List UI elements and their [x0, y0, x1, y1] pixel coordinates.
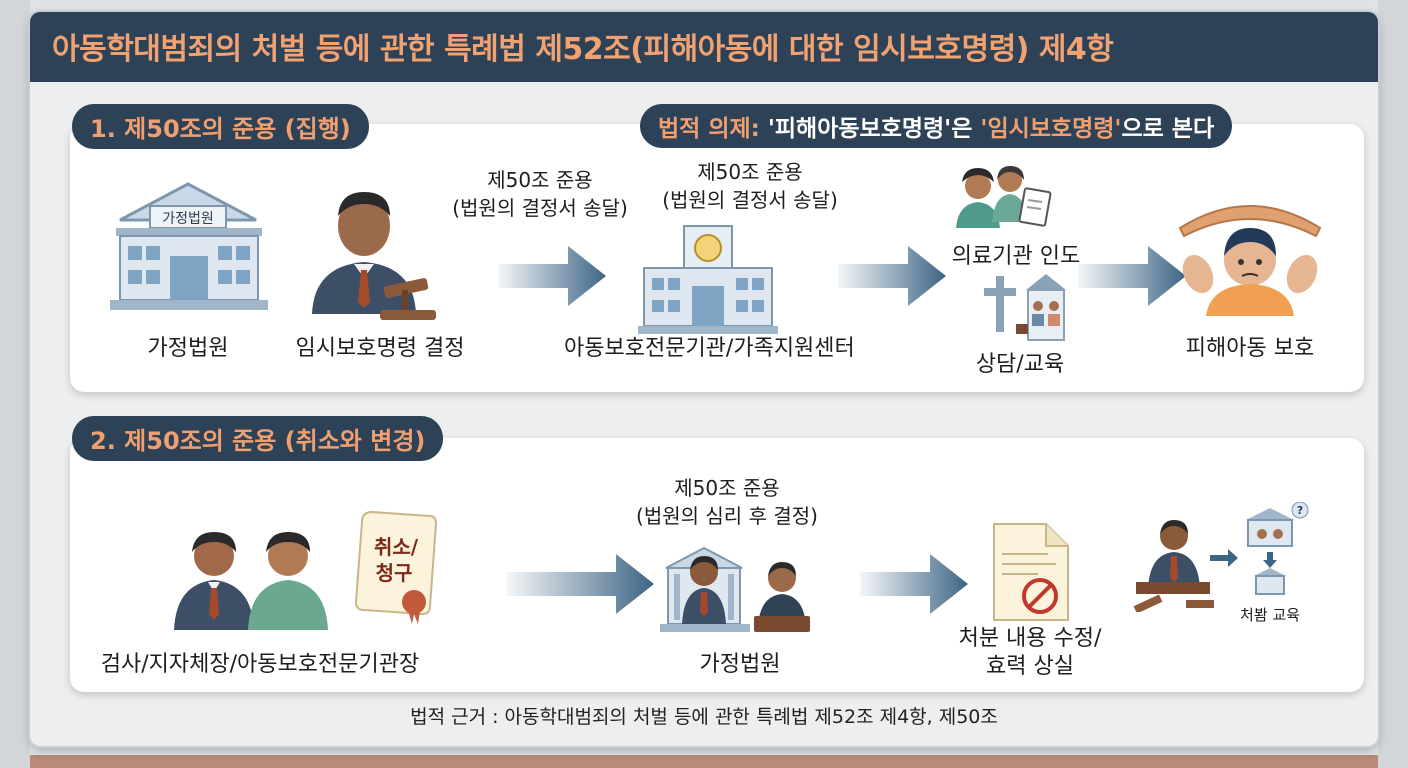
flow-arrow-1: [498, 246, 606, 306]
court-hearing-icon: [660, 546, 810, 632]
court-note-line2: (법원의 심리 후 결정): [636, 504, 818, 528]
court-small-icon: ?: [1246, 502, 1309, 595]
judge-gavel-icon: [312, 192, 436, 320]
result-line2: 효력 상실: [986, 654, 1074, 679]
section2-pill: 2. 제50조의 준용 (취소와 변경): [72, 416, 444, 461]
title-bar: 아동학대범죄의 처벌 등에 관한 특례법 제52조(피해아동에 대한 임시보호명…: [30, 12, 1378, 82]
family-court-building-icon: 가정법원: [110, 182, 268, 310]
agency-note-line2: (법원의 결정서 송달): [662, 188, 838, 212]
request-doc-line1: 취소/: [374, 535, 419, 559]
question-mark: ?: [1297, 504, 1303, 517]
legal-note-quote1: '피해아동보호명령': [767, 116, 952, 142]
section1-pill: 1. 제50조의 준용 (집행): [72, 104, 369, 149]
legal-note-quote2: '임시보호명령': [980, 116, 1122, 142]
petitioners-label: 검사/지자체장/아동보호전문기관장: [100, 652, 420, 677]
legal-note-prefix: 법적 의제:: [658, 116, 768, 142]
court-note-line1: 제50조 준용: [674, 476, 780, 500]
child-protection-agency-building-icon: [638, 225, 778, 334]
agency-note-line1: 제50조 준용: [697, 160, 803, 184]
page-title: 아동학대범죄의 처벌 등에 관한 특례법 제52조(피해아동에 대한 임시보호명…: [52, 32, 1114, 67]
judge-small-icon: [1133, 520, 1214, 612]
court-label: 가정법원: [147, 336, 229, 361]
medical-label: 의료기관 인도: [951, 244, 1081, 269]
flow-arrow-3: [1078, 246, 1186, 306]
counsel-label: 상담/교육: [975, 352, 1065, 377]
flow-arrow-2: [838, 246, 946, 306]
legal-fiction-note: 법적 의제: '피해아동보호명령'은 '임시보호명령'으로 본다: [640, 104, 1233, 148]
request-document-icon: 취소/ 청구: [354, 510, 438, 624]
revoked-document-icon: [993, 523, 1069, 621]
arrow1-note-line2: (법원의 결정서 송달): [452, 196, 628, 220]
court-sign-text: 가정법원: [162, 211, 214, 227]
request-doc-line2: 청구: [376, 561, 413, 585]
legal-note-mid: 은: [951, 116, 981, 142]
counseling-icon: [984, 274, 1066, 341]
judge-label: 임시보호명령 결정: [295, 336, 465, 361]
court2-label: 가정법원: [699, 652, 781, 677]
petitioners-icon: [174, 532, 328, 630]
flow-arrow-5: [860, 554, 968, 614]
protect-label: 피해아동 보호: [1185, 336, 1315, 361]
small-label: 처봠 교육: [1240, 606, 1300, 624]
result-line1: 처분 내용 수정/: [958, 626, 1102, 651]
agency-label: 아동보호전문기관/가족지원센터: [564, 336, 855, 361]
legal-note-suffix: 으로 본다: [1121, 116, 1215, 142]
protected-child-icon: [1178, 205, 1322, 316]
infographic-frame: 아동학대범죄의 처벌 등에 관한 특례법 제52조(피해아동에 대한 임시보호명…: [30, 12, 1378, 746]
flow-arrow-4: [506, 554, 654, 614]
medical-staff-icon: [956, 166, 1052, 228]
legal-basis-footer: 법적 근거 : 아동학대범죄의 처벌 등에 관한 특례법 제52조 제4항, 제…: [410, 706, 998, 728]
small-arrow-icon: [1210, 549, 1238, 567]
arrow1-note-line1: 제50조 준용: [487, 168, 593, 192]
